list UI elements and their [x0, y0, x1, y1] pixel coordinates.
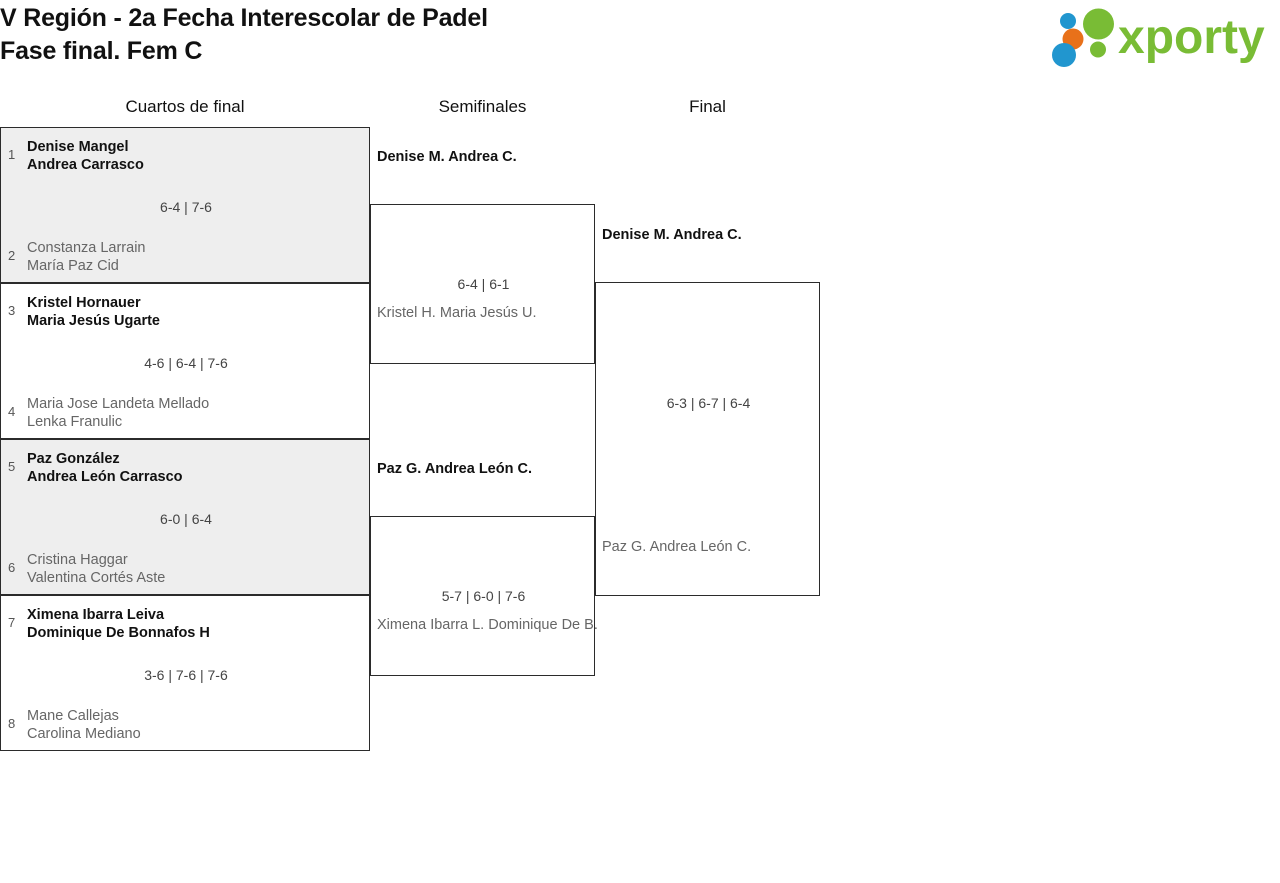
match-qf-1[interactable]: 1 Denise Mangel Andrea Carrasco 6-4 | 7-…	[0, 127, 370, 283]
match-qf-4[interactable]: 7 Ximena Ibarra Leiva Dominique De Bonna…	[0, 595, 370, 751]
seed-number: 8	[8, 716, 16, 731]
semifinal-2-team-top: Paz G. Andrea León C.	[377, 461, 532, 477]
logo-dot-blue-large	[1052, 43, 1076, 67]
semifinal-2-team-bottom: Ximena Ibarra L. Dominique De B.	[377, 617, 598, 633]
round-header-quarterfinals: Cuartos de final	[125, 97, 245, 116]
seed-number: 4	[8, 404, 16, 419]
seed-number: 1	[8, 147, 16, 162]
final-team-top: Denise M. Andrea C.	[602, 227, 742, 243]
round-header-final: Final	[689, 97, 726, 116]
team-bottom: Mane Callejas Carolina Mediano	[27, 708, 141, 742]
logo-dot-blue-small	[1060, 13, 1076, 29]
round-header-semifinals: Semifinales	[438, 97, 527, 116]
team-top: Kristel Hornauer Maria Jesús Ugarte	[27, 295, 160, 329]
match-score: 6-4 | 6-1	[457, 276, 510, 292]
logo-wordmark: xporty	[1118, 11, 1265, 64]
team-bottom: Constanza Larrain María Paz Cid	[27, 240, 146, 274]
match-sf-1[interactable]: 6-4 | 6-1	[370, 204, 595, 364]
match-qf-2[interactable]: 3 Kristel Hornauer Maria Jesús Ugarte 4-…	[0, 283, 370, 439]
match-score: 3-6 | 7-6 | 7-6	[144, 667, 228, 683]
logo-dot-green-large	[1083, 8, 1114, 40]
semifinal-1-team-bottom: Kristel H. Maria Jesús U.	[377, 305, 537, 321]
match-qf-3[interactable]: 5 Paz González Andrea León Carrasco 6-0 …	[0, 439, 370, 595]
seed-number: 2	[8, 248, 16, 263]
page-title: V Región - 2a Fecha Interescolar de Pade…	[0, 4, 488, 65]
match-score: 5-7 | 6-0 | 7-6	[441, 588, 526, 604]
match-sf-2[interactable]: 5-7 | 6-0 | 7-6	[370, 516, 595, 676]
seed-number: 6	[8, 560, 16, 575]
semifinal-1-team-top: Denise M. Andrea C.	[377, 149, 517, 165]
team-bottom: Cristina Haggar Valentina Cortés Aste	[27, 552, 166, 586]
seed-number: 5	[8, 459, 16, 474]
team-top: Ximena Ibarra Leiva Dominique De Bonnafo…	[27, 607, 210, 641]
seed-number: 3	[8, 303, 16, 318]
seed-number: 7	[8, 615, 16, 630]
team-top: Paz González Andrea León Carrasco	[27, 451, 183, 485]
match-score: 6-0 | 6-4	[160, 511, 212, 527]
bracket-canvas: 1 Denise Mangel Andrea Carrasco 6-4 | 7-…	[0, 127, 1280, 767]
final-team-bottom: Paz G. Andrea León C.	[602, 539, 752, 555]
logo-dot-green-small	[1090, 41, 1106, 58]
team-bottom: Maria Jose Landeta Mellado Lenka Franuli…	[27, 396, 210, 430]
match-final[interactable]: 6-3 | 6-7 | 6-4	[595, 282, 820, 596]
team-top: Denise Mangel Andrea Carrasco	[27, 139, 144, 173]
xporty-logo[interactable]: xporty	[1048, 6, 1274, 68]
match-score: 6-4 | 7-6	[160, 199, 212, 215]
match-score: 4-6 | 6-4 | 7-6	[144, 355, 228, 371]
match-score: 6-3 | 6-7 | 6-4	[666, 395, 751, 411]
